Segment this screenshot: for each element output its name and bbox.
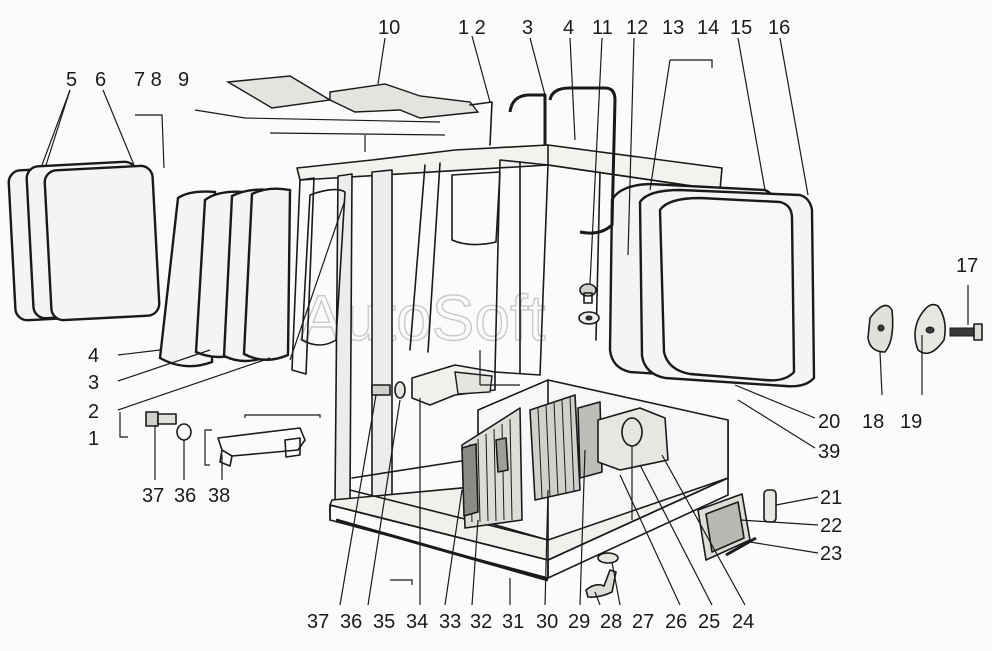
callout-32: 32 [470, 611, 492, 633]
leader-38-bracket [204, 429, 212, 466]
callout-11: 11 [592, 17, 613, 39]
callout-30: 30 [536, 611, 558, 633]
callout-17: 17 [956, 255, 978, 277]
bolt-37 [371, 384, 391, 396]
screw-17 [949, 285, 983, 341]
callout-14: 14 [697, 17, 719, 39]
callout-3: 3 [522, 17, 533, 39]
side-glass-1-4 [158, 187, 292, 368]
callout-39: 39 [818, 441, 840, 463]
callout-16: 16 [768, 17, 790, 39]
callout-4: 4 [563, 17, 574, 39]
callout-2-left: 2 [88, 401, 99, 423]
callout-4-left: 4 [88, 345, 99, 367]
callout-27: 27 [632, 611, 654, 633]
washer-36 [394, 381, 406, 399]
door-frame-3-4 [469, 86, 617, 235]
callout-36: 36 [340, 611, 362, 633]
cover-34 [411, 364, 496, 406]
window-glass-5-6 [7, 160, 161, 322]
roof-panel-10 [329, 83, 480, 119]
callout-25: 25 [698, 611, 720, 633]
callout-1-2: 1 2 [458, 17, 486, 39]
washer-12 [578, 311, 600, 325]
leader-9 [194, 109, 441, 123]
callout-5: 5 [66, 69, 77, 91]
callout-26: 26 [665, 611, 687, 633]
callout-24: 24 [732, 611, 754, 633]
bracket-28 [585, 569, 617, 598]
callout-29: 29 [568, 611, 590, 633]
clamp-18 [867, 304, 894, 353]
callout-20: 20 [818, 411, 840, 433]
bolt-11 [579, 283, 597, 304]
callout-1-left: 1 [88, 428, 99, 450]
callout-22: 22 [820, 515, 842, 537]
callout-6: 6 [95, 69, 106, 91]
lamp-22 [697, 493, 751, 561]
callout-9: 9 [178, 69, 189, 91]
callout-12: 12 [626, 17, 648, 39]
rod-23 [725, 536, 757, 557]
callout-23: 23 [820, 543, 842, 565]
heater-unit [461, 394, 669, 529]
callout-33: 33 [439, 611, 461, 633]
callout-38: 38 [208, 485, 230, 507]
callout-7-8: 7 8 [134, 69, 162, 91]
callout-35: 35 [373, 611, 395, 633]
washer-36-left [176, 423, 192, 441]
callout-36-left: 36 [174, 485, 196, 507]
clamp-27 [597, 552, 619, 564]
clamp-19 [914, 303, 946, 355]
leader-1-bracket [244, 414, 321, 418]
leader-roof [269, 132, 446, 136]
callout-15: 15 [730, 17, 752, 39]
roof-panel-9 [225, 75, 333, 109]
lens-21 [763, 489, 777, 523]
callout-19: 19 [900, 411, 922, 433]
callout-10: 10 [378, 17, 400, 39]
callout-18: 18 [862, 411, 884, 433]
callout-34: 34 [406, 611, 428, 633]
callout-3-left: 3 [88, 372, 99, 394]
callout-37: 37 [307, 611, 329, 633]
callout-21: 21 [820, 487, 842, 509]
rear-glass-15-16 [608, 182, 816, 388]
callout-37-left: 37 [142, 485, 164, 507]
callout-labels: 10 1 2 3 4 11 12 13 14 15 16 5 6 7 8 9 1… [66, 17, 978, 633]
bolt-37-left [145, 411, 177, 427]
callout-31: 31 [502, 611, 524, 633]
callout-28: 28 [600, 611, 622, 633]
leader-lines [41, 35, 923, 606]
bracket-38 [217, 427, 306, 467]
callout-13: 13 [662, 17, 684, 39]
